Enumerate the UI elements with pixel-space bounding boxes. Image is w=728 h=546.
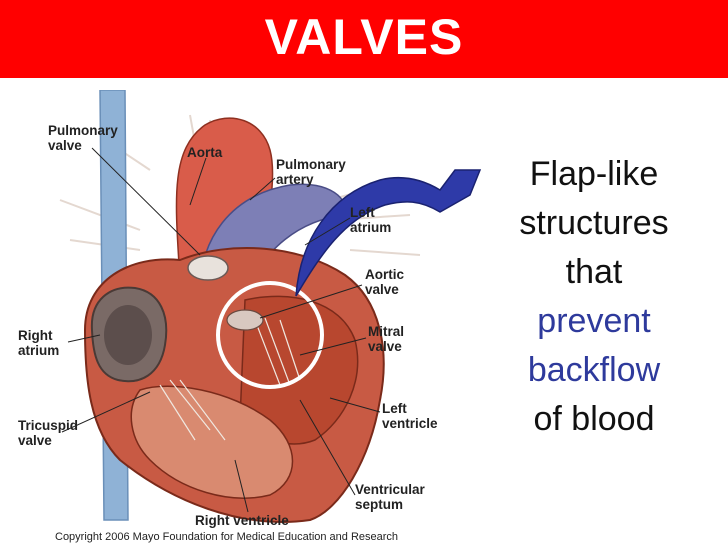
chordae-tendineae: [159, 317, 301, 441]
right-ventricle-chamber: [130, 385, 294, 499]
label-text: Pulmonary: [48, 123, 118, 138]
label-text: septum: [355, 497, 404, 512]
label-text: Mitral: [368, 324, 405, 339]
label-right-ventricle: Right ventricle: [195, 513, 289, 528]
label-aorta: Aorta: [187, 145, 222, 160]
label-text: Aortic: [365, 267, 405, 282]
label-text: Right ventricle: [195, 513, 289, 528]
right-atrium-inner: [104, 305, 152, 365]
label-text: Pulmonary: [276, 157, 346, 172]
definition-line: that: [565, 253, 623, 291]
label-right-atrium: Right atrium: [18, 328, 59, 358]
label-text: Left: [350, 205, 375, 220]
valve-definition: Flap-like structures that prevent backfl…: [500, 150, 688, 444]
label-ventricular-septum: Ventricular septum: [355, 482, 425, 512]
label-left-ventricle: Left ventricle: [382, 401, 438, 431]
label-left-atrium: Left atrium: [350, 205, 391, 235]
definition-highlight: backflow: [527, 351, 661, 389]
label-text: artery: [276, 172, 314, 187]
label-pulmonary-artery: Pulmonary artery: [276, 157, 346, 187]
label-text: Aorta: [187, 145, 223, 160]
label-pulmonary-valve: Pulmonary valve: [48, 123, 118, 153]
label-text: atrium: [18, 343, 60, 358]
label-text: Tricuspid: [18, 418, 79, 433]
definition-line: Flap-like: [529, 155, 659, 193]
copyright-notice: Copyright 2006 Mayo Foundation for Medic…: [55, 531, 399, 543]
label-mitral-valve: Mitral valve: [368, 324, 404, 354]
definition-line: of blood: [533, 400, 655, 438]
valve-highlight-circle: [216, 281, 324, 389]
slide-title: VALVES: [264, 9, 464, 65]
label-text: ventricle: [382, 416, 438, 431]
heart-illustration: [59, 90, 482, 523]
label-text: valve: [48, 138, 82, 153]
label-text: valve: [18, 433, 52, 448]
title-bar: [0, 0, 728, 78]
pulmonary-valve-shape: [187, 255, 229, 281]
blue-curved-arrow: [295, 169, 482, 297]
definition-highlight: prevent: [537, 302, 651, 340]
label-text: Right: [18, 328, 53, 343]
label-aortic-valve: Aortic valve: [365, 267, 404, 297]
label-text: valve: [368, 339, 402, 354]
leader-lines: [61, 147, 381, 513]
label-text: Ventricular: [355, 482, 425, 497]
label-text: valve: [365, 282, 399, 297]
label-text: atrium: [350, 220, 392, 235]
label-text: Left: [382, 401, 407, 416]
label-tricuspid-valve: Tricuspid valve: [18, 418, 78, 448]
definition-line: structures: [519, 204, 669, 242]
aortic-valve-shape: [226, 309, 264, 331]
